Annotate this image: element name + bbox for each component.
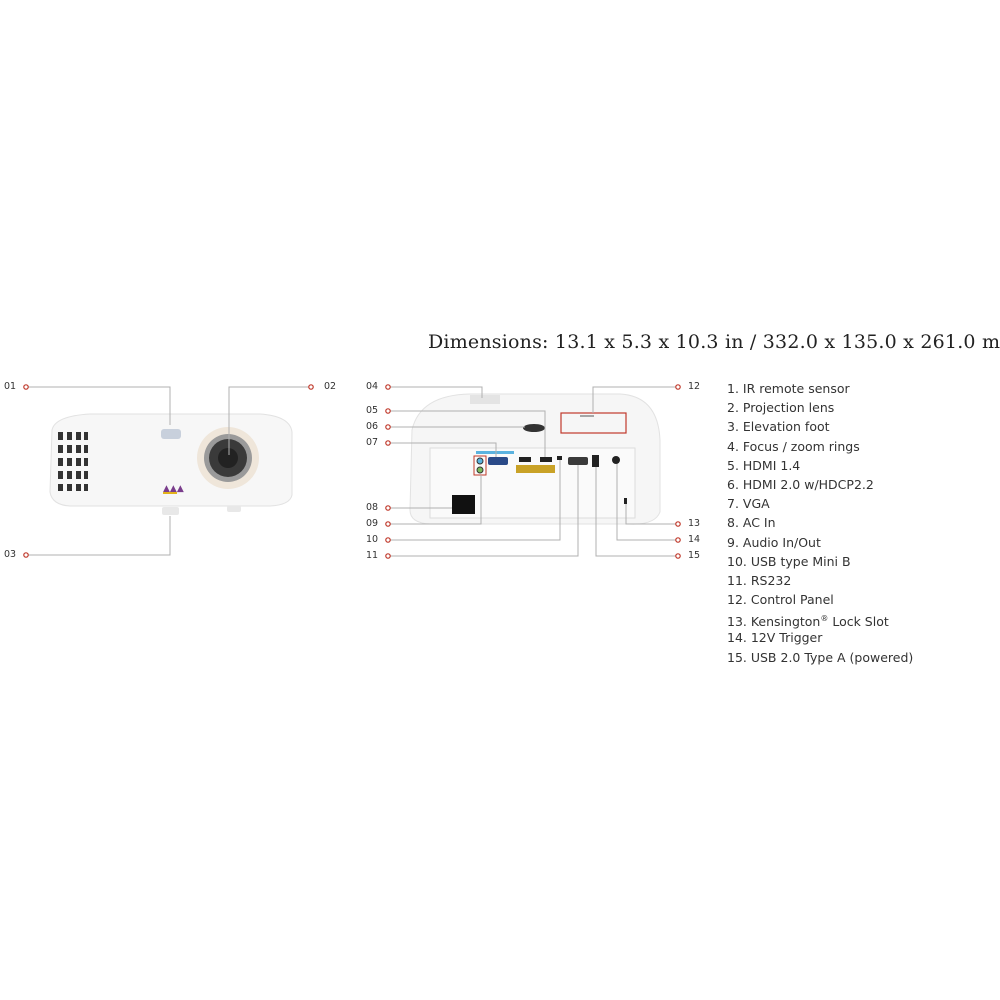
- marker-07: [385, 440, 391, 446]
- leader-11: [390, 465, 579, 557]
- legend-item: 11. RS232: [727, 572, 792, 588]
- marker-03: [23, 552, 29, 558]
- callout-label-12: 12: [688, 381, 701, 392]
- legend-item: 2. Projection lens: [727, 400, 835, 416]
- projector-front-view: ▲▲▲: [49, 413, 293, 515]
- legend-text: Lock Slot: [828, 614, 889, 630]
- trigger-jack: [612, 456, 620, 464]
- leader-01: [28, 386, 171, 425]
- leader-12: [592, 386, 676, 413]
- callout-label-08: 08: [366, 502, 379, 513]
- hdmi-port-1: [519, 457, 531, 462]
- vent-grille: [58, 432, 88, 491]
- dimensions-heading: Dimensions: 13.1 x 5.3 x 10.3 in / 332.0…: [428, 331, 1000, 353]
- callout-label-10: 10: [366, 534, 379, 545]
- callout-label-15: 15: [688, 550, 701, 561]
- callout-label-09: 09: [366, 518, 379, 529]
- leader-13: [625, 504, 676, 525]
- leader-07: [390, 442, 497, 457]
- callout-label-04: 04: [366, 381, 379, 392]
- leader-10: [390, 460, 561, 541]
- callout-label-02: 02: [324, 381, 337, 392]
- legend-item: 6. HDMI 2.0 w/HDCP2.2: [727, 476, 874, 492]
- marker-06: [385, 424, 391, 430]
- legend-item: 7. VGA: [727, 496, 770, 512]
- leader-15: [595, 467, 676, 557]
- leader-14: [616, 464, 676, 541]
- hdmi-port-2: [540, 457, 552, 462]
- ac-inlet: [452, 495, 475, 514]
- callout-markers: [23, 384, 681, 559]
- callout-label-13: 13: [688, 518, 701, 529]
- legend-text: 13. Kensington: [727, 614, 821, 630]
- vga-port: [488, 457, 508, 465]
- ir-sensor: [161, 429, 181, 439]
- feature-legend: 1. IR remote sensor 2. Projection lens 3…: [727, 379, 913, 667]
- legend-item: 1. IR remote sensor: [727, 381, 850, 396]
- legend-item: 8. AC In: [727, 515, 776, 531]
- legend-item: 3. Elevation foot: [727, 419, 830, 435]
- callout-label-01: 01: [4, 381, 17, 392]
- marker-11: [385, 553, 391, 559]
- marker-10: [385, 537, 391, 543]
- marker-12: [675, 384, 681, 390]
- legend-item: 13. Kensington® Lock Slot: [727, 609, 913, 630]
- marker-04: [385, 384, 391, 390]
- marker-05: [385, 408, 391, 414]
- legend-item: 9. Audio In/Out: [727, 534, 821, 550]
- marker-02: [308, 384, 314, 390]
- leader-09: [390, 475, 482, 525]
- legend-item: 15. USB 2.0 Type A (powered): [727, 649, 914, 665]
- legend-item: 14. 12V Trigger: [727, 630, 823, 646]
- leader-03: [28, 516, 171, 556]
- marker-13: [675, 521, 681, 527]
- brand-logo: ▲▲▲: [163, 484, 184, 494]
- legend-item: 4. Focus / zoom rings: [727, 438, 860, 454]
- callout-label-06: 06: [366, 421, 379, 432]
- rs232-port: [568, 457, 588, 465]
- leader-04: [390, 386, 483, 398]
- legend-item: 5. HDMI 1.4: [727, 457, 801, 473]
- marker-15: [675, 553, 681, 559]
- leader-02: [228, 386, 309, 455]
- legend-item: 12. Control Panel: [727, 592, 834, 608]
- leader-05: [390, 410, 546, 457]
- legend-item: 10. USB type Mini B: [727, 553, 851, 569]
- leader-lines: [28, 386, 676, 557]
- callout-label-05: 05: [366, 405, 379, 416]
- audio-box: [473, 455, 487, 476]
- callout-label-07: 07: [366, 437, 379, 448]
- registered-mark: ®: [820, 614, 829, 624]
- callout-label-11: 11: [366, 550, 379, 561]
- callout-label-14: 14: [688, 534, 701, 545]
- elevation-foot: [162, 507, 179, 515]
- marker-08: [385, 505, 391, 511]
- callout-label-03: 03: [4, 549, 17, 560]
- usb-a-port: [592, 455, 599, 467]
- marker-14: [675, 537, 681, 543]
- marker-01: [23, 384, 29, 390]
- marker-09: [385, 521, 391, 527]
- kensington-slot: [624, 498, 627, 504]
- projector-rear-view: [409, 393, 661, 525]
